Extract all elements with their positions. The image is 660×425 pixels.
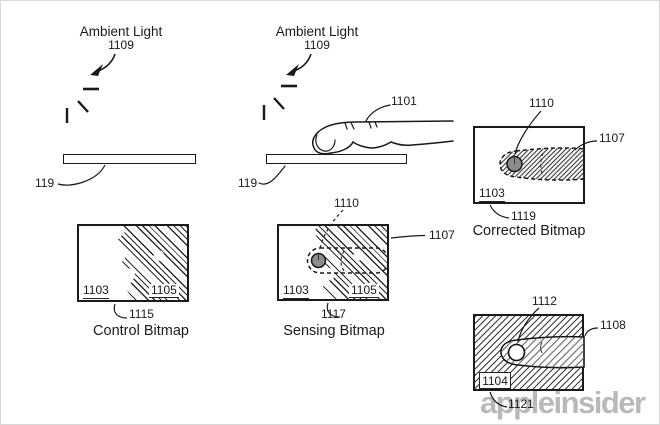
ref-1108: 1108 bbox=[600, 318, 626, 332]
ref-1115: 1115 bbox=[129, 307, 154, 321]
ref-1103-control: 1103 bbox=[83, 283, 109, 300]
ref-1107-sensing: 1107 bbox=[429, 228, 455, 242]
ref-1101-finger: 1101 bbox=[391, 94, 417, 108]
ref-1112: 1112 bbox=[532, 294, 557, 308]
ref-1117: 1117 bbox=[321, 307, 346, 321]
ref-119-mid: 119 bbox=[238, 176, 258, 190]
ref-1109-mid: 1109 bbox=[304, 38, 330, 52]
ambient-arrow-icon-mid bbox=[262, 53, 312, 120]
sensor-surface-left bbox=[63, 154, 196, 164]
control-bitmap-caption: Control Bitmap bbox=[93, 323, 189, 339]
ref-1121: 1121 bbox=[508, 397, 534, 411]
ref-1110-sensing: 1110 bbox=[334, 196, 359, 210]
corrected-bitmap-caption: Corrected Bitmap bbox=[472, 223, 586, 239]
ambient-light-title-mid: Ambient Light bbox=[275, 24, 359, 39]
ref-1110-corrected: 1110 bbox=[529, 96, 554, 110]
ref-1105-sensing: 1105 bbox=[349, 283, 379, 299]
sensing-bitmap-caption: Sensing Bitmap bbox=[283, 323, 385, 339]
ambient-arrow-icon-left bbox=[57, 53, 116, 186]
ref-1119: 1119 bbox=[511, 209, 536, 223]
sensor-surface-mid bbox=[266, 154, 407, 164]
ref-1104-chip: 1104 bbox=[479, 372, 511, 389]
ref-1105-control: 1105 bbox=[149, 283, 179, 299]
finger-icon bbox=[258, 104, 454, 185]
leader-1115 bbox=[113, 303, 128, 319]
ambient-light-title-left: Ambient Light bbox=[79, 24, 163, 39]
ref-1109-left: 1109 bbox=[108, 38, 134, 52]
ref-1107-corrected: 1107 bbox=[599, 131, 625, 145]
ref-1103-sensing: 1103 bbox=[283, 283, 309, 300]
ref-1103-corrected: 1103 bbox=[479, 186, 505, 203]
ref-119-left: 119 bbox=[35, 176, 55, 190]
